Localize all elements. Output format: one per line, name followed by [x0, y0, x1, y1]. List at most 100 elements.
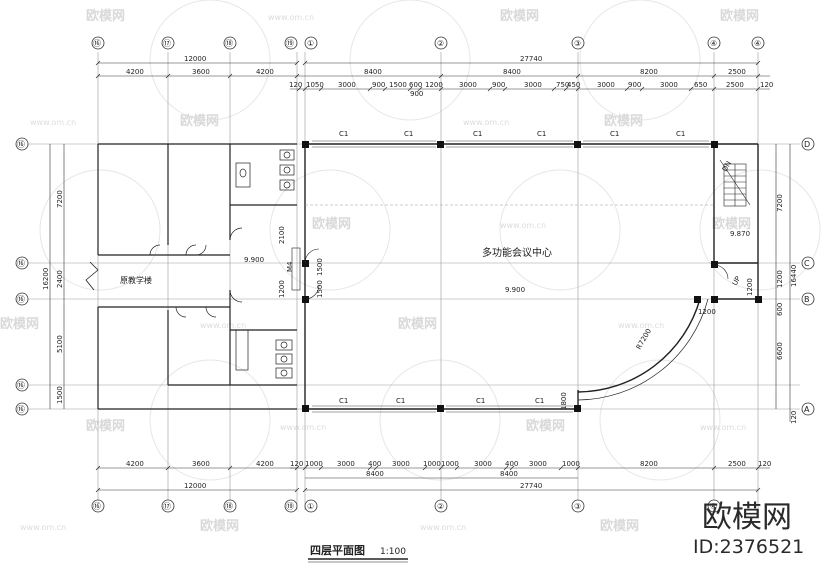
wm-url: www.om.cn [618, 321, 664, 330]
dim-text: 5100 [56, 335, 64, 353]
top-dimension-ticks [95, 60, 761, 92]
dim-text: 8400 [500, 470, 518, 478]
dim-text: 1500 [316, 280, 324, 298]
left-dimension-lines [49, 144, 65, 409]
drawing-title: 四层平面图 [310, 544, 365, 557]
radius-label: R7200 [635, 327, 653, 351]
axis-label: ④ [710, 502, 717, 511]
dim-text: 1500 [389, 81, 407, 89]
axis-label: ⑲ [286, 39, 294, 48]
dim-text: 16440 [790, 265, 798, 287]
dim-text: 1050 [306, 81, 324, 89]
axis-label: ⑯ [17, 405, 25, 414]
left-axis-labels: ⑯ ⑯ ⑯ ⑯ ⑯ [17, 140, 25, 414]
dim-text: 2100 [278, 226, 286, 244]
dim-text: 8200 [640, 68, 658, 76]
wm-brand: 欧模网 [180, 113, 219, 129]
wm-brand: 欧模网 [312, 216, 351, 232]
dim-text: 1200 [746, 278, 754, 296]
dim-text: 3000 [524, 81, 542, 89]
wm-brand: 欧模网 [712, 216, 751, 232]
window-tag: C1 [473, 130, 482, 138]
dim-text: 3000 [459, 81, 477, 89]
window-tag: C1 [396, 397, 405, 405]
window-tag: C1 [537, 130, 546, 138]
dim-text: 3000 [529, 460, 547, 468]
right-dimension-texts: 7200 1200 600 6600 16440 120 [776, 194, 798, 424]
wm-brand: 欧模网 [500, 8, 539, 24]
dim-text: 27740 [520, 482, 542, 490]
window-tag: C1 [339, 130, 348, 138]
dim-text: 120 [760, 81, 773, 89]
watermark-pattern [39, 0, 821, 481]
axis-label: ① [307, 502, 314, 511]
dim-text: 6600 [776, 342, 784, 360]
axis-label: ⑯ [17, 295, 25, 304]
axis-label: ⑲ [286, 502, 294, 511]
window-bands [312, 140, 709, 413]
wm-brand: 欧模网 [86, 418, 125, 434]
wm-url: www.om.cn [420, 523, 466, 532]
axis-label: ④ [710, 39, 717, 48]
dim-text: 16200 [42, 268, 50, 290]
dim-text: 3000 [337, 460, 355, 468]
axis-label: ⑯ [17, 259, 25, 268]
hall-label: 多功能会议中心 [482, 246, 552, 259]
dim-text: 600 [409, 81, 422, 89]
dim-text: 900 [492, 81, 505, 89]
dim-text: 2500 [726, 81, 744, 89]
axis-label: ② [437, 39, 444, 48]
dim-text: 450 [567, 81, 580, 89]
dim-text: 12000 [184, 482, 206, 490]
axis-label: C [804, 259, 810, 268]
top-dimension-texts: 12000 27740 4200 3600 4200 8400 8400 820… [126, 55, 773, 98]
axis-label: ⑱ [225, 39, 233, 48]
dim-text: 120 [289, 81, 302, 89]
axis-label: ⑯ [17, 140, 25, 149]
watermark-texts: 欧模网 欧模网 欧模网 www.om.cn 欧模网 欧模网 www.om.cn … [0, 8, 759, 534]
window-tag: C1 [339, 397, 348, 405]
bottom-axis-labels: ⑯ ⑰ ⑱ ⑲ ① ② ③ ④ [93, 502, 717, 511]
wm-url: www.om.cn [700, 423, 746, 432]
wm-url: www.om.cn [20, 523, 66, 532]
wm-brand: 欧模网 [600, 518, 639, 534]
hall-doors [291, 247, 729, 300]
window-tag: C1 [610, 130, 619, 138]
axis-label: ④ [754, 39, 761, 48]
dim-text: 3600 [192, 460, 210, 468]
brand-watermark: 欧模网 [702, 500, 792, 535]
toilet-fixtures [235, 149, 295, 379]
dim-text: 1200 [278, 280, 286, 298]
dim-text: 3000 [392, 460, 410, 468]
bottom-dimension-texts: 4200 3600 4200 120 1000 3000 400 3000 10… [126, 460, 771, 490]
dim-text: 1500 [56, 386, 64, 404]
dim-text: 1500 [316, 258, 324, 276]
dim-text: 4200 [256, 68, 274, 76]
hall-walls [304, 143, 759, 410]
wm-brand: 欧模网 [720, 8, 759, 24]
dim-text: 3000 [338, 81, 356, 89]
dim-text: 1000 [423, 460, 441, 468]
axis-label: ⑯ [93, 39, 101, 48]
dim-text: 2500 [728, 460, 746, 468]
level-mark: 9.870 [730, 230, 750, 238]
dim-text: 7200 [56, 190, 64, 208]
dim-text: 2500 [728, 68, 746, 76]
dim-text: 12000 [184, 55, 206, 63]
columns [302, 141, 762, 412]
axis-label: B [804, 295, 810, 304]
level-mark: 9.900 [244, 256, 264, 264]
dim-text: 8400 [364, 68, 382, 76]
dim-text: 120 [758, 460, 771, 468]
bottom-dimension-ticks [95, 465, 761, 493]
wm-url: www.om.cn [500, 221, 546, 230]
right-axis-bubbles [801, 137, 815, 416]
axis-label: D [804, 140, 810, 149]
dim-text: 4200 [126, 68, 144, 76]
axis-label: ② [437, 502, 444, 511]
axis-label: ⑯ [93, 502, 101, 511]
old-building-label: 原教学楼 [120, 275, 152, 285]
dim-text: 27740 [520, 55, 542, 63]
